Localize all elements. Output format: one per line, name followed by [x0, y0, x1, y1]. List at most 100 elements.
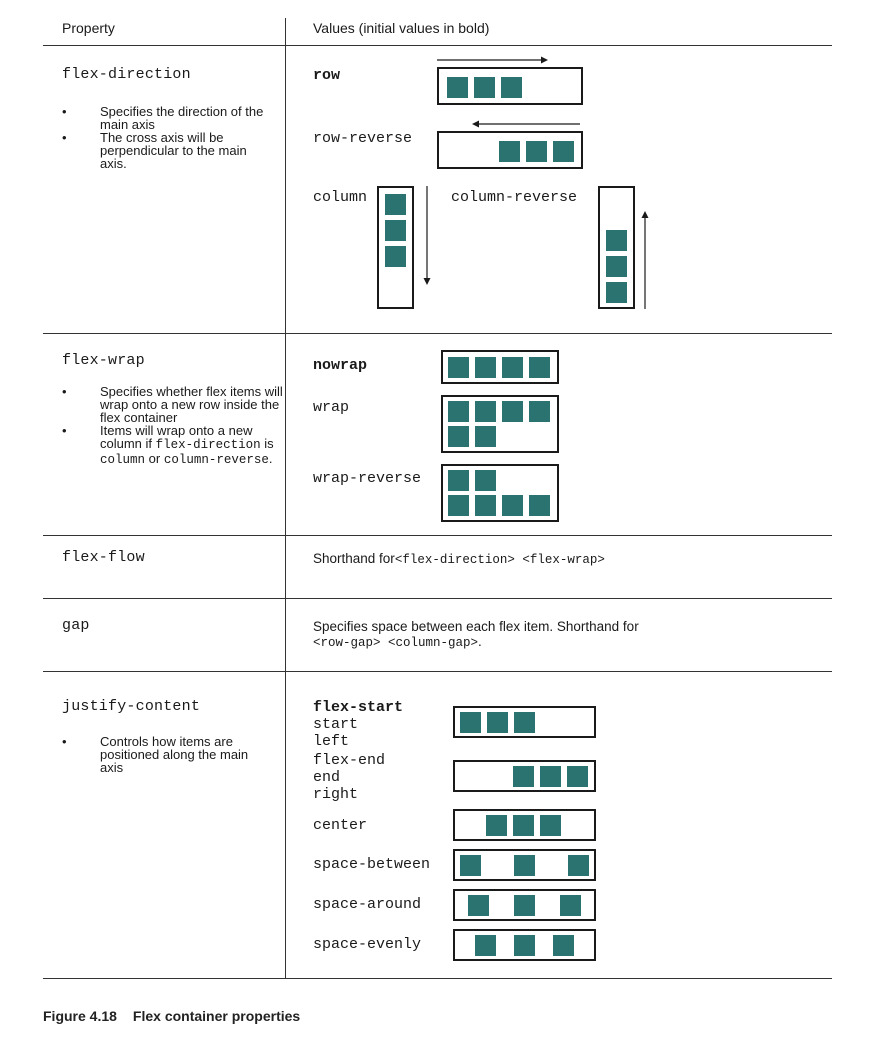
flex-item: [474, 77, 495, 98]
row-divider: [43, 598, 832, 599]
gap-description: Specifies space between each flex item. …: [313, 619, 813, 651]
flex-item: [468, 895, 489, 916]
diagram-space-between-container: [453, 849, 596, 881]
bullet-text: .: [268, 451, 273, 466]
flex-item: [460, 855, 481, 876]
flex-item: [606, 256, 627, 277]
value-left: left: [313, 733, 350, 750]
code-flex-direction: flex-direction: [155, 438, 261, 452]
flex-direction-bullets: Specifies the direction of the main axis…: [62, 105, 272, 170]
flex-item: [553, 935, 574, 956]
value-group-end: flex-end end right: [313, 752, 385, 803]
flex-item: [568, 855, 589, 876]
bullet-item: Specifies whether flex items will wrap o…: [62, 385, 284, 424]
value-space-evenly: space-evenly: [313, 936, 422, 953]
flex-item: [475, 357, 496, 378]
value-wrap: wrap: [313, 399, 350, 416]
flex-item: [606, 282, 627, 303]
flex-item: [448, 426, 469, 447]
flex-item: [529, 495, 550, 516]
flex-item: [529, 357, 550, 378]
arrow-down-icon: [423, 186, 431, 285]
bullet-item: Controls how items are positioned along …: [62, 735, 272, 774]
column-divider: [285, 18, 286, 979]
bullet-item: Items will wrap onto a new column if fle…: [62, 424, 284, 467]
flex-item: [487, 712, 508, 733]
flex-item: [502, 495, 523, 516]
desc-code: <flex-direction> <flex-wrap>: [394, 553, 605, 567]
flex-item: [540, 766, 561, 787]
header-rule: [43, 45, 832, 46]
flex-item: [385, 194, 406, 215]
bullet-text: Items will wrap onto a new column if: [100, 423, 253, 451]
diagram-flex-start-container: [453, 706, 596, 738]
arrow-right-icon: [437, 56, 548, 64]
value-end: end: [313, 769, 341, 786]
value-space-around: space-around: [313, 896, 422, 913]
code-column-reverse: column-reverse: [163, 453, 269, 467]
flex-item: [514, 935, 535, 956]
flex-item: [514, 712, 535, 733]
flex-item: [475, 935, 496, 956]
bullet-item: Specifies the direction of the main axis: [62, 105, 272, 131]
diagram-row-container: [437, 67, 583, 105]
desc-text: .: [478, 634, 482, 649]
property-name-flex-flow: flex-flow: [62, 549, 145, 566]
diagram-nowrap-container: [441, 350, 559, 384]
flex-item: [514, 895, 535, 916]
bottom-rule: [43, 978, 832, 979]
diagram-row-reverse-container: [437, 131, 583, 169]
flex-item: [475, 495, 496, 516]
flex-item: [502, 401, 523, 422]
property-column-header: Property: [62, 20, 115, 36]
diagram-wrap-container: [441, 395, 559, 453]
flex-item: [514, 855, 535, 876]
property-name-justify-content: justify-content: [62, 698, 201, 715]
flex-item: [447, 77, 468, 98]
flex-item: [448, 357, 469, 378]
flex-item: [499, 141, 520, 162]
flex-item: [448, 495, 469, 516]
bullet-text: or: [145, 451, 164, 466]
justify-content-bullets: Controls how items are positioned along …: [62, 735, 272, 774]
value-group-start: flex-start start left: [313, 699, 403, 750]
desc-text: Shorthand for: [313, 551, 395, 566]
diagram-space-evenly-container: [453, 929, 596, 961]
flex-item: [475, 426, 496, 447]
flex-item: [475, 470, 496, 491]
bullet-text: is: [260, 436, 274, 451]
flex-item: [606, 230, 627, 251]
value-wrap-reverse: wrap-reverse: [313, 470, 422, 487]
flex-flow-description: Shorthand for<flex-direction> <flex-wrap…: [313, 551, 605, 568]
value-right: right: [313, 786, 359, 803]
flex-item: [529, 401, 550, 422]
values-column-header: Values (initial values in bold): [313, 20, 490, 36]
flex-item: [448, 401, 469, 422]
flex-wrap-bullets: Specifies whether flex items will wrap o…: [62, 385, 284, 467]
value-row: row: [313, 67, 341, 84]
diagram-wrap-reverse-container: [441, 464, 559, 522]
diagram-flex-end-container: [453, 760, 596, 792]
flex-item: [460, 712, 481, 733]
property-name-flex-direction: flex-direction: [62, 66, 191, 83]
diagram-column-reverse-container: [598, 186, 635, 309]
diagram-center-container: [453, 809, 596, 841]
desc-code: <row-gap> <column-gap>: [313, 636, 479, 650]
row-divider: [43, 535, 832, 536]
flex-item: [502, 357, 523, 378]
flex-item: [385, 246, 406, 267]
flex-item: [385, 220, 406, 241]
value-flex-start: flex-start: [313, 699, 404, 716]
row-divider: [43, 333, 832, 334]
flex-item: [540, 815, 561, 836]
figure-label: Figure 4.18: [43, 1008, 117, 1024]
desc-text: Specifies space between each flex item. …: [313, 619, 639, 634]
value-center: center: [313, 817, 368, 834]
code-column: column: [100, 453, 146, 467]
flex-item: [501, 77, 522, 98]
bullet-item: The cross axis will be perpendicular to …: [62, 131, 272, 170]
property-name-flex-wrap: flex-wrap: [62, 352, 145, 369]
value-column-reverse: column-reverse: [451, 189, 578, 206]
figure-title: Flex container properties: [132, 1008, 301, 1024]
arrow-left-icon: [472, 120, 580, 128]
